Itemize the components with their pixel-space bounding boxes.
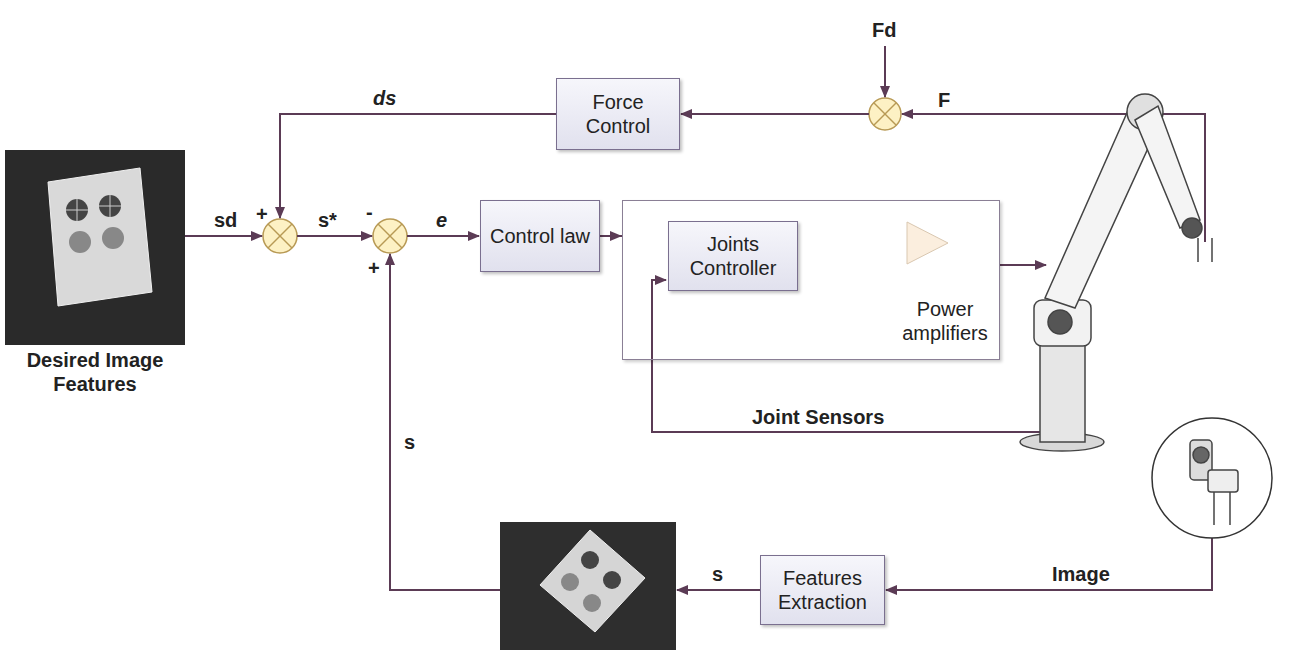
signal-name: ds xyxy=(373,86,396,110)
node-label: Features Extraction xyxy=(769,566,876,614)
signal-name: s xyxy=(404,430,415,454)
node-label: Joints Controller xyxy=(677,232,789,280)
current-image xyxy=(500,522,676,650)
process-box: Force Control xyxy=(556,78,680,150)
signal-name: e xyxy=(436,208,447,232)
signal-wire xyxy=(185,46,1212,590)
signal-name: sd xyxy=(214,208,237,232)
arrow-head xyxy=(610,231,622,241)
group-box: Power amplifiers Joints Controller xyxy=(622,200,1000,360)
node-label: Control law xyxy=(490,224,590,248)
process-box: Features Extraction xyxy=(760,555,885,625)
node-label: Power amplifiers xyxy=(895,297,995,345)
sign-mark: - xyxy=(366,200,373,224)
signal-name: F xyxy=(938,88,950,112)
sign-mark: + xyxy=(256,202,268,226)
sign-mark: + xyxy=(368,256,380,280)
signal-name: s xyxy=(712,562,723,586)
robot-arm xyxy=(1020,94,1272,538)
signal-name: Joint Sensors xyxy=(752,405,884,429)
process-box: Control law xyxy=(480,200,600,272)
process-box: Joints Controller xyxy=(668,221,798,291)
signal-name: Image xyxy=(1052,562,1110,586)
image-caption: Desired Image Features xyxy=(5,348,185,396)
signal-name: Fd xyxy=(872,18,896,42)
desired-image xyxy=(5,150,185,345)
node-label: Force Control xyxy=(565,90,671,138)
signal-name: s* xyxy=(318,208,337,232)
amplifier-symbol xyxy=(907,222,948,264)
